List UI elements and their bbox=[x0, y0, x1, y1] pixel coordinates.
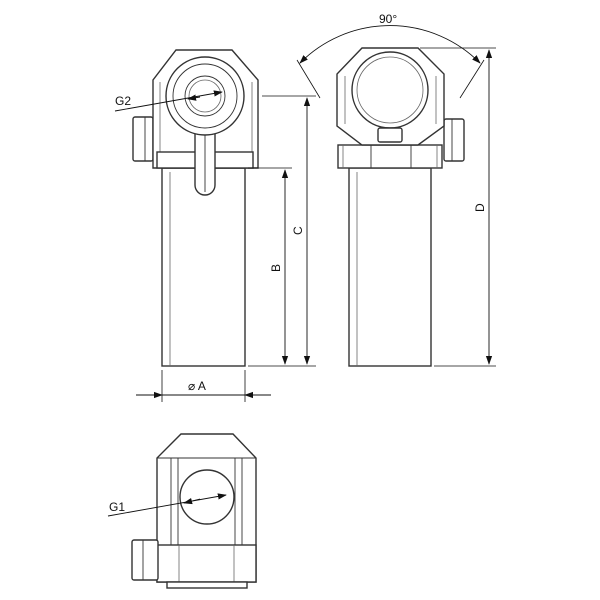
angle-arc bbox=[299, 25, 481, 64]
side-view bbox=[336, 47, 465, 367]
label-g2: G2 bbox=[115, 94, 131, 108]
top-bottom-band bbox=[156, 544, 257, 583]
front-view bbox=[132, 49, 259, 367]
label-d: D bbox=[473, 203, 487, 212]
top-view bbox=[131, 433, 257, 589]
label-g1: G1 bbox=[109, 500, 125, 514]
side-nut-band bbox=[337, 144, 443, 169]
top-side-pin bbox=[131, 539, 159, 581]
side-pin bbox=[443, 118, 465, 162]
g2-port-outer bbox=[165, 56, 245, 136]
g2-leader bbox=[114, 90, 223, 112]
label-b: B bbox=[269, 264, 283, 272]
g2-port-bore bbox=[184, 75, 226, 117]
side-body bbox=[348, 167, 432, 367]
top-base-lip bbox=[166, 581, 248, 589]
label-c: C bbox=[291, 226, 305, 235]
label-angle: 90° bbox=[379, 12, 397, 26]
g1-bore bbox=[179, 469, 235, 525]
side-ball bbox=[351, 51, 429, 129]
g1-leader bbox=[107, 493, 227, 517]
front-side-pin bbox=[132, 116, 154, 162]
label-dia-a: ⌀ A bbox=[188, 379, 206, 393]
side-ball-stud bbox=[377, 127, 403, 143]
front-body bbox=[161, 167, 246, 367]
